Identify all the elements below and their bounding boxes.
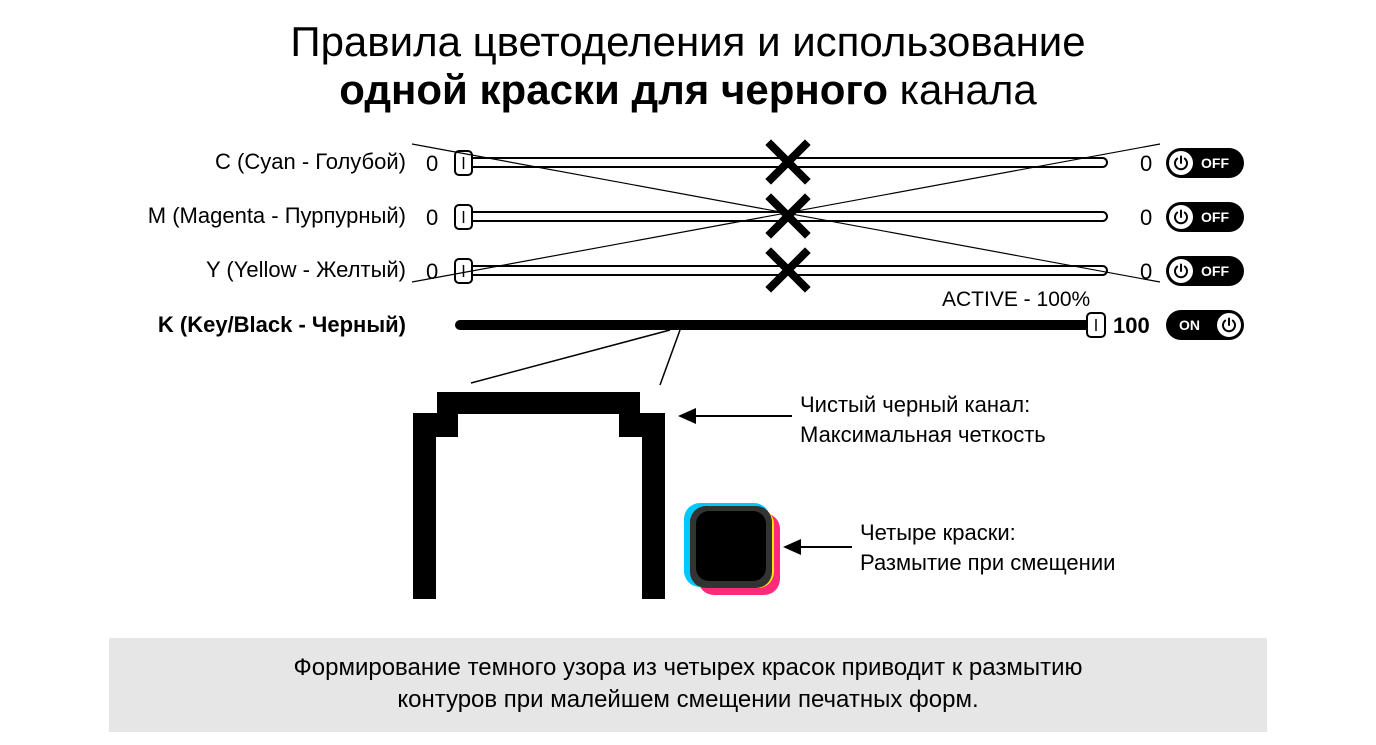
- cross-mark-icon: [765, 139, 811, 185]
- channel-label-magenta: M (Magenta - Пурпурный): [147, 203, 406, 228]
- title-bold-part: одной краски для черного: [339, 66, 888, 113]
- channel-label-cyan: C (Cyan - Голубой): [215, 149, 406, 174]
- power-icon: [1169, 151, 1193, 175]
- note-pure-black-line-2: Максимальная четкость: [800, 422, 1046, 447]
- note-pure-black-line-1: Чистый черный канал:: [800, 392, 1031, 417]
- toggle-label: OFF: [1201, 263, 1229, 279]
- channel-value-right-cyan: 0: [1140, 151, 1153, 176]
- power-icon: [1217, 313, 1241, 337]
- arrow-left-icon: [783, 539, 852, 555]
- channel-value-left-yellow: 0: [426, 259, 439, 284]
- arrow-left-icon: [678, 408, 792, 424]
- four-ink-blur-square: [684, 503, 780, 595]
- note-four-inks-line-1: Четыре краски:: [860, 520, 1016, 545]
- title-line-2: одной краски для черного канала: [0, 66, 1376, 114]
- title-rest-part: канала: [887, 66, 1037, 113]
- zoom-lines: [470, 329, 681, 386]
- pure-black-glyph: [413, 392, 665, 599]
- toggle-cyan[interactable]: OFF: [1166, 148, 1244, 178]
- black-channel-status: ACTIVE - 100%: [942, 288, 1091, 311]
- channel-value-right-black: 100: [1113, 313, 1150, 338]
- note-pure-black: Чистый черный канал: Максимальная четкос…: [800, 390, 1046, 450]
- toggle-black[interactable]: ON: [1166, 310, 1244, 340]
- footer-line-1: Формирование темного узора из четырех кр…: [293, 654, 1083, 681]
- slider-track-black[interactable]: [455, 320, 1105, 330]
- toggle-yellow[interactable]: OFF: [1166, 256, 1244, 286]
- channel-value-left-magenta: 0: [426, 205, 439, 230]
- power-icon: [1169, 205, 1193, 229]
- slider-handle-black[interactable]: [1086, 312, 1106, 338]
- power-icon: [1169, 259, 1193, 283]
- footer-line-2: контуров при малейшем смещении печатных …: [397, 686, 979, 713]
- note-four-inks: Четыре краски: Размытие при смещении: [860, 518, 1115, 578]
- toggle-magenta[interactable]: OFF: [1166, 202, 1244, 232]
- toggle-label: OFF: [1201, 209, 1229, 225]
- note-four-inks-line-2: Размытие при смещении: [860, 550, 1116, 575]
- channel-label-yellow: Y (Yellow - Желтый): [206, 257, 406, 282]
- channel-value-left-cyan: 0: [426, 151, 439, 176]
- cross-mark-icon: [765, 247, 811, 293]
- toggle-label: OFF: [1201, 155, 1229, 171]
- slider-handle-magenta[interactable]: [454, 204, 473, 230]
- footer-caption: Формирование темного узора из четырех кр…: [109, 638, 1267, 732]
- cross-mark-icon: [765, 193, 811, 239]
- channel-value-right-yellow: 0: [1140, 259, 1153, 284]
- page-title: Правила цветоделения и использование одн…: [0, 18, 1376, 114]
- slider-handle-cyan[interactable]: [454, 150, 473, 176]
- toggle-label: ON: [1179, 317, 1200, 333]
- channel-label-black: K (Key/Black - Черный): [157, 312, 406, 337]
- channel-value-right-magenta: 0: [1140, 205, 1153, 230]
- title-line-1: Правила цветоделения и использование: [290, 18, 1086, 65]
